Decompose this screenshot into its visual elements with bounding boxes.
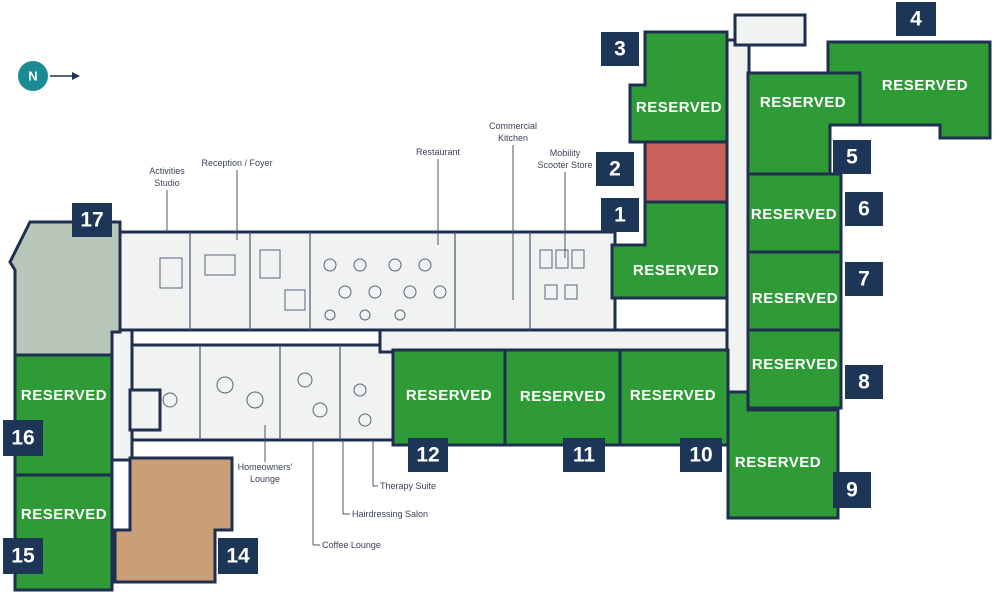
badge-17[interactable]: 17 [72,203,112,237]
apartment-16-unit[interactable] [13,353,114,477]
apartment-10-status: RESERVED [630,387,716,404]
badge-7[interactable]: 7 [845,262,883,296]
east-corridor [725,38,751,422]
apartment-15-status: RESERVED [21,506,107,523]
apartment-4-unit[interactable] [826,40,992,140]
svg-text:16: 16 [11,427,34,450]
label-reception-foyer: Reception / Foyer [201,158,272,168]
apartment-11-status: RESERVED [520,388,606,405]
label-homeowners-lounge-1: Homeowners' [238,462,293,472]
badge-6[interactable]: 6 [845,192,883,226]
label-restaurant: Restaurant [416,147,461,157]
badge-2[interactable]: 2 [596,152,634,186]
svg-text:5: 5 [846,146,858,169]
badge-12[interactable]: 12 [408,438,448,472]
interior-details [159,232,585,440]
svg-text:14: 14 [226,545,250,568]
room-labels: Activities Studio Reception / Foyer Rest… [149,121,592,550]
svg-text:10: 10 [689,444,712,467]
label-commercial-kitchen-2: Kitchen [498,133,528,143]
label-coffee-lounge: Coffee Lounge [322,540,381,550]
apartment-6-unit[interactable] [746,172,843,254]
apartment-2-unit[interactable] [643,140,729,204]
svg-text:7: 7 [858,268,870,291]
apartment-6-status: RESERVED [751,206,837,223]
badge-8[interactable]: 8 [845,365,883,399]
apartment-4-status: RESERVED [882,77,968,94]
svg-text:8: 8 [858,371,870,394]
svg-text:17: 17 [80,209,103,232]
badge-16[interactable]: 16 [3,420,43,456]
apartment-10-unit[interactable] [618,348,730,447]
svg-text:15: 15 [11,545,35,568]
apartment-12-status: RESERVED [406,387,492,404]
badge-15[interactable]: 15 [3,538,43,574]
svg-text:9: 9 [846,479,858,502]
apartment-number-badges: 17 16 15 14 12 11 10 9 8 7 6 5 4 3 2 1 [3,2,936,574]
label-activities-studio-2: Studio [154,178,180,188]
apartment-14-unit[interactable] [113,456,234,584]
apartment-1-status: RESERVED [633,262,719,279]
north-arrow-icon [18,61,48,91]
apartment-17-unit[interactable] [8,220,122,357]
label-hairdressing-salon: Hairdressing Salon [352,509,428,519]
label-activities-studio-1: Activities [149,166,185,176]
label-commercial-kitchen-1: Commercial [489,121,537,131]
label-mobility-scooter-store-2: Scooter Store [537,160,592,170]
communal-wing-north [118,230,617,332]
apartment-1-unit[interactable] [610,200,729,300]
svg-text:11: 11 [573,444,596,467]
apartment-9-status: RESERVED [735,454,821,471]
svg-text:6: 6 [858,198,870,221]
compass-letter: N [28,69,37,84]
svg-text:3: 3 [614,38,626,61]
badge-1[interactable]: 1 [601,198,639,232]
badge-14[interactable]: 14 [218,538,258,574]
stairwell [733,13,807,47]
apartment-8-status: RESERVED [752,356,838,373]
apartment-5-status: RESERVED [760,94,846,111]
badge-10[interactable]: 10 [680,438,722,472]
badge-3[interactable]: 3 [601,32,639,66]
badge-4[interactable]: 4 [896,2,936,36]
reserved-labels: RESERVED RESERVED RESERVED RESERVED RESE… [21,77,968,523]
label-mobility-scooter-store-1: Mobility [550,148,581,158]
apartment-16-status: RESERVED [21,387,107,404]
svg-text:4: 4 [910,8,922,31]
stair-west [128,388,162,432]
svg-text:2: 2 [609,158,621,181]
building-outline [110,13,807,462]
apartment-3-status: RESERVED [636,99,722,116]
apartment-3-unit[interactable] [628,30,729,144]
apartment-7-status: RESERVED [752,290,838,307]
svg-text:1: 1 [614,204,626,227]
svg-text:12: 12 [416,444,439,467]
label-homeowners-lounge-2: Lounge [250,474,280,484]
badge-11[interactable]: 11 [563,438,605,472]
compass: N [18,61,80,91]
label-therapy-suite: Therapy Suite [380,481,436,491]
badge-5[interactable]: 5 [833,140,871,174]
badge-9[interactable]: 9 [833,472,871,508]
apartment-units [8,30,992,592]
